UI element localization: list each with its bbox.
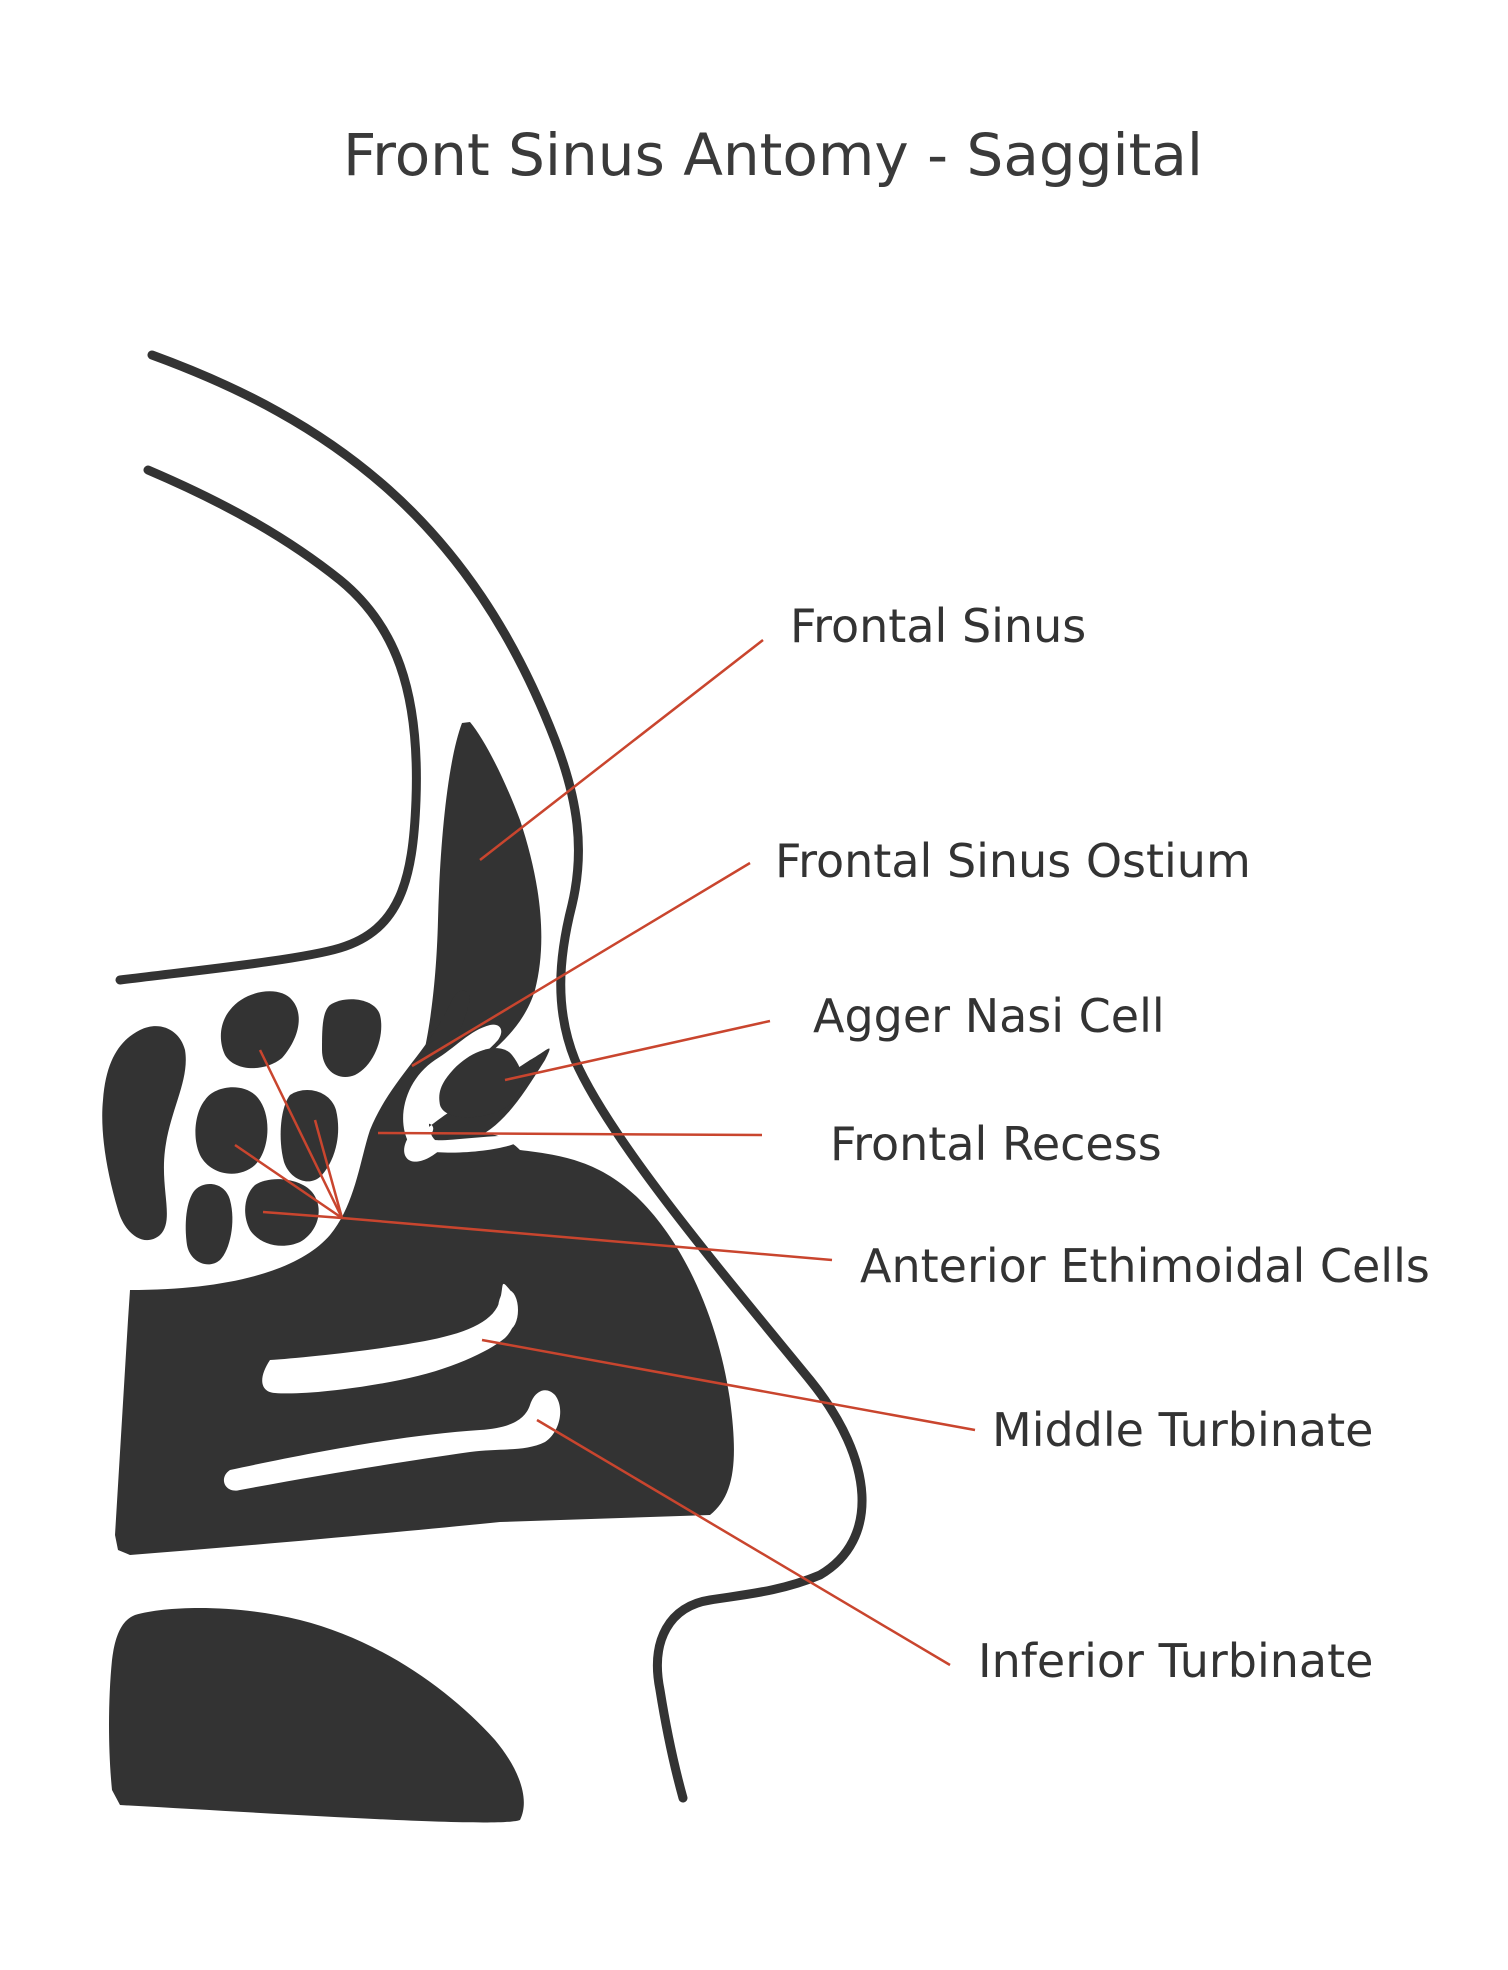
middle-turbinate-tip [498,1290,518,1330]
diagram-title: Front Sinus Antomy - Saggital [343,121,1203,189]
label-middle-turbinate: Middle Turbinate [992,1403,1373,1457]
leader-agger-nasi-cell [505,1021,770,1080]
posterior-ethmoid-shape [102,1026,186,1240]
label-anterior-ethmoidal-cells: Anterior Ethimoidal Cells [860,1239,1430,1293]
skull-inner-line [120,470,416,980]
label-frontal-sinus: Frontal Sinus [790,599,1086,653]
palate-shape [109,1608,524,1822]
ethmoid-cell-5 [186,1184,233,1264]
label-inferior-turbinate: Inferior Turbinate [978,1634,1373,1688]
label-frontal-sinus-ostium: Frontal Sinus Ostium [775,834,1251,888]
leader-inferior-turbinate [537,1420,950,1665]
label-frontal-recess: Frontal Recess [830,1117,1162,1171]
ethmoid-cell-1 [221,991,299,1068]
ethmoid-cell-2 [322,999,381,1077]
ethmoid-cell-4 [281,1090,339,1181]
label-agger-nasi-cell: Agger Nasi Cell [813,989,1165,1043]
